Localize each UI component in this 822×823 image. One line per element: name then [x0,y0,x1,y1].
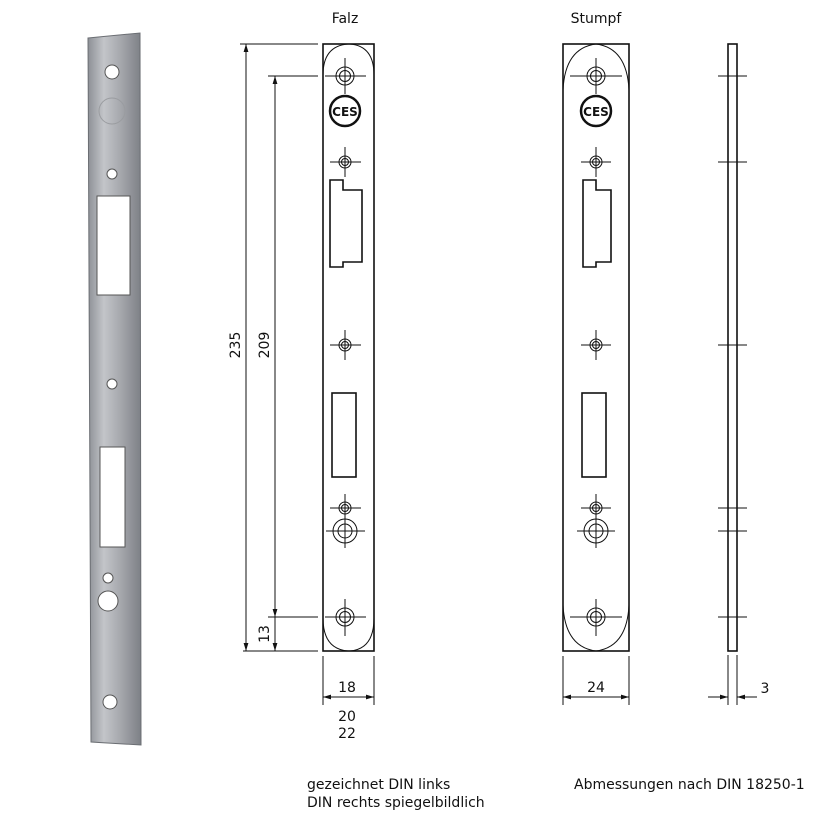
hole-distance-dimension: 209 [257,332,273,359]
stumpf-width-dimension: 24 [587,680,605,696]
stumpf-title: Stumpf [571,11,623,27]
drawing-note: gezeichnet DIN links DIN rechts spiegelb… [307,776,485,812]
falz-view: Falz CES [322,11,375,652]
falz-title: Falz [332,11,359,27]
falz-width-alt2: 22 [338,726,356,742]
dimension-lines [240,43,630,705]
side-view [708,43,757,705]
strike-plate-photo [87,32,142,746]
standard-note: Abmessungen nach DIN 18250-1 [574,777,805,793]
ces-logo: CES [332,105,358,119]
stumpf-view: Stumpf CES [562,11,630,652]
end-offset-dimension: 13 [257,625,273,643]
thickness-dimension: 3 [761,681,770,697]
falz-width-alt1: 20 [338,709,356,725]
mirror-note: DIN rechts spiegelbildlich [307,795,485,811]
drawn-left-note: gezeichnet DIN links [307,777,451,793]
ces-logo: CES [583,105,609,119]
falz-width-dimension: 18 [338,680,356,696]
total-length-dimension: 235 [228,332,244,359]
